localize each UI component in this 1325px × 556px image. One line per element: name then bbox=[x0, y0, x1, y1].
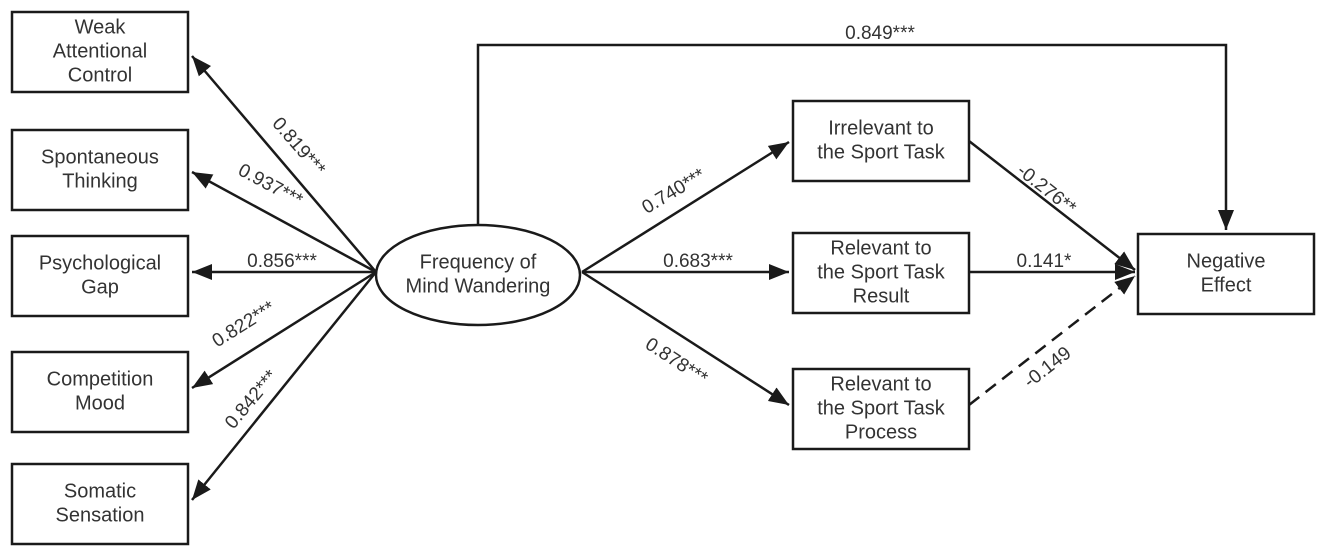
node-label-line: Result bbox=[853, 285, 910, 307]
node-shape-competition-mood bbox=[10, 350, 190, 434]
coefficient-label-fmw-to-competition-mood: 0.822*** bbox=[209, 297, 280, 352]
node-label-line: Relevant to bbox=[830, 237, 931, 259]
path-arrow-irrelevant-to-negative-effect bbox=[968, 140, 1136, 271]
node-label-line: Spontaneous bbox=[41, 146, 159, 168]
coefficient-label-irrelevant-to-negative-effect: -0.276** bbox=[1013, 160, 1081, 219]
node-shape-relevant-to-sport-task-result bbox=[791, 231, 971, 315]
node-label-line: Process bbox=[845, 421, 917, 443]
paths-layer bbox=[191, 43, 1234, 501]
coefficient-label-process-to-negative-effect: -0.149 bbox=[1020, 343, 1075, 393]
node-label-line: Somatic bbox=[64, 480, 136, 502]
node-label-line: Sensation bbox=[56, 504, 145, 526]
path-arrow-fmw-to-irrelevant bbox=[581, 140, 790, 274]
node-label-line: Frequency of bbox=[420, 251, 537, 273]
node-label-line: Psychological bbox=[39, 252, 161, 274]
node-shape-frequency-of-mind-wandering bbox=[374, 223, 582, 327]
node-label-line: Gap bbox=[81, 276, 119, 298]
path-arrow-fmw-to-spontaneous-thinking bbox=[191, 170, 377, 274]
path-arrow-fmw-to-somatic-sensation bbox=[191, 271, 377, 501]
node-shape-relevant-to-sport-task-process bbox=[791, 367, 971, 451]
coefficient-label-fmw-to-process: 0.878*** bbox=[641, 334, 711, 390]
coefficient-label-fmw-to-psychological-gap: 0.856*** bbox=[247, 251, 317, 272]
coefficient-label-fmw-to-irrelevant: 0.740*** bbox=[638, 164, 709, 218]
node-label-line: the Sport Task bbox=[817, 397, 945, 419]
path-arrow-fmw-to-process bbox=[581, 270, 790, 407]
node-shape-psychological-gap bbox=[10, 234, 190, 318]
node-shape-somatic-sensation bbox=[10, 462, 190, 546]
node-label-line: Mood bbox=[75, 392, 125, 414]
coefficient-label-fmw-to-result: 0.683*** bbox=[663, 251, 733, 272]
node-label-line: Mind Wandering bbox=[406, 275, 551, 297]
coefficient-label-fmw-to-negative-effect: 0.849*** bbox=[845, 23, 915, 44]
node-label-line: the Sport Task bbox=[817, 261, 945, 283]
node-shape-spontaneous-thinking bbox=[10, 128, 190, 212]
coefficient-label-fmw-to-spontaneous-thinking: 0.937*** bbox=[235, 160, 307, 212]
path-arrow-process-to-negative-effect bbox=[968, 275, 1136, 406]
node-shape-negative-effect bbox=[1136, 232, 1316, 316]
node-label-line: Relevant to bbox=[830, 373, 931, 395]
coefficient-label-fmw-to-weak-attentional-control: 0.819*** bbox=[268, 113, 330, 180]
node-label-line: Competition bbox=[47, 368, 154, 390]
node-label-line: Negative bbox=[1187, 250, 1266, 272]
path-arrow-fmw-to-competition-mood bbox=[191, 270, 377, 390]
node-shape-irrelevant-to-sport-task bbox=[791, 99, 971, 183]
path-arrow-fmw-to-weak-attentional-control bbox=[191, 55, 377, 273]
nodes-layer: WeakAttentionalControlSpontaneousThinkin… bbox=[10, 10, 1316, 546]
node-label-line: Attentional bbox=[53, 40, 148, 62]
node-label-line: Thinking bbox=[62, 170, 138, 192]
node-label-line: Effect bbox=[1201, 274, 1252, 296]
node-label-line: Irrelevant to bbox=[828, 117, 934, 139]
node-label-line: Weak bbox=[75, 16, 127, 38]
path-arrow-fmw-to-negative-effect bbox=[476, 43, 1234, 230]
node-label-line: Control bbox=[68, 64, 132, 86]
coefficient-label-result-to-negative-effect: 0.141* bbox=[1017, 251, 1073, 272]
node-shape-weak-attentional-control bbox=[10, 10, 190, 94]
node-label-line: the Sport Task bbox=[817, 141, 945, 163]
